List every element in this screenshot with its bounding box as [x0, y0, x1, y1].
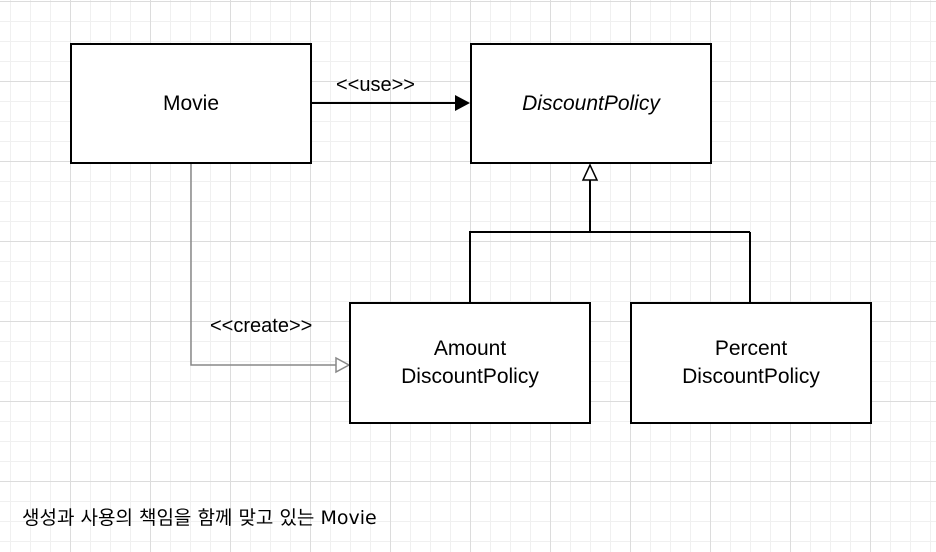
inheritance-arrowhead	[581, 163, 599, 181]
use-relation-label: <<use>>	[336, 74, 415, 96]
percent-discount-policy-line2: DiscountPolicy	[682, 365, 820, 388]
create-relation-label: <<create>>	[210, 315, 313, 337]
amount-discount-policy-line2: DiscountPolicy	[401, 365, 539, 388]
movie-class-name: Movie	[162, 91, 220, 115]
create-arrowhead	[335, 356, 351, 374]
percent-discount-policy-class-box: Percent DiscountPolicy	[630, 302, 872, 424]
diagram-caption: 생성과 사용의 책임을 함께 맞고 있는 Movie	[22, 507, 377, 529]
amount-discount-policy-class-box: Amount DiscountPolicy	[349, 302, 591, 424]
percent-discount-policy-line1: Percent	[714, 337, 788, 360]
movie-class-box: Movie	[70, 43, 312, 164]
discount-policy-class-box: DiscountPolicy	[470, 43, 712, 164]
discount-policy-class-name: DiscountPolicy	[522, 91, 660, 115]
create-arrow-line	[190, 163, 336, 366]
amount-discount-policy-line1: Amount	[433, 337, 507, 360]
use-arrowhead	[455, 95, 470, 111]
